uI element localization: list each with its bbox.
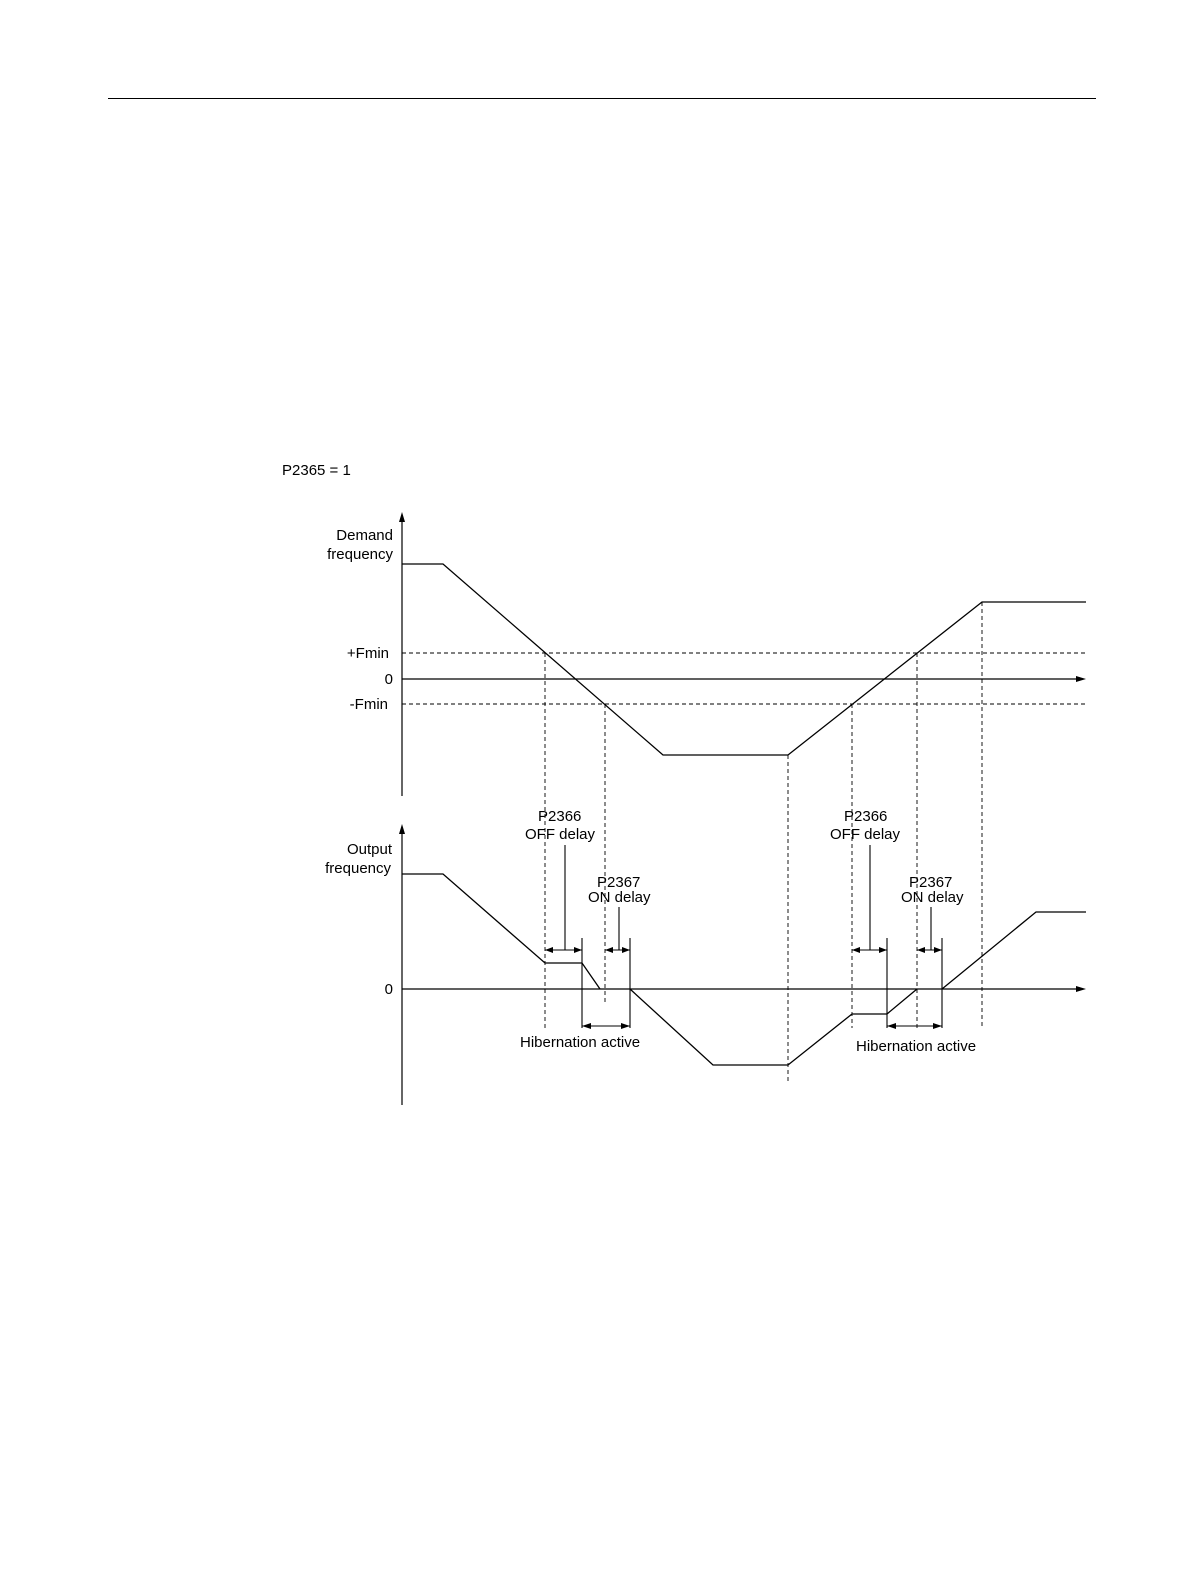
left-hibernation-label: Hibernation active [520, 1034, 640, 1051]
demand-y-label-line1: Demand [336, 527, 393, 544]
right-hibernation-arrow-start [887, 1023, 896, 1029]
right-off-delay-arrow-start [852, 947, 860, 953]
demand-frequency-curve [402, 564, 1086, 755]
output-y-label-line1: Output [347, 841, 393, 858]
left-off-delay-arrow-start [545, 947, 553, 953]
output-curve-segment-1 [402, 874, 600, 989]
output-curve-segment-3 [942, 912, 1086, 989]
left-off-param-label: P2366 [538, 808, 581, 825]
plus-fmin-tick-label: +Fmin [347, 645, 389, 662]
output-zero-tick-label: 0 [385, 981, 393, 998]
left-on-delay-arrow-start [605, 947, 613, 953]
right-hibernation-label: Hibernation active [856, 1038, 976, 1055]
right-on-delay-label: ON delay [901, 889, 964, 906]
output-y-axis-arrow [399, 824, 405, 834]
demand-x-axis-arrow [1076, 676, 1086, 682]
left-hibernation-annotation: P2366 OFF delay P2367 ON delay Hibernati… [520, 808, 651, 1051]
left-off-delay-arrow-end [574, 947, 582, 953]
event-marker-lines [545, 602, 982, 1082]
left-on-delay-arrow-end [622, 947, 630, 953]
left-hibernation-arrow-end [621, 1023, 630, 1029]
output-x-axis-arrow [1076, 986, 1086, 992]
right-off-param-label: P2366 [844, 808, 887, 825]
right-hibernation-arrow-end [933, 1023, 942, 1029]
right-on-delay-arrow-start [917, 947, 925, 953]
left-hibernation-arrow-start [582, 1023, 591, 1029]
left-off-delay-label: OFF delay [525, 826, 596, 843]
minus-fmin-tick-label: -Fmin [350, 696, 388, 713]
output-frequency-chart: Output frequency 0 [325, 824, 1086, 1105]
demand-y-label-line2: frequency [327, 546, 393, 563]
demand-zero-tick-label: 0 [385, 671, 393, 688]
output-y-label-line2: frequency [325, 860, 391, 877]
left-on-delay-label: ON delay [588, 889, 651, 906]
demand-frequency-chart: Demand frequency +Fmin 0 -Fmin [327, 512, 1086, 796]
demand-y-axis-arrow [399, 512, 405, 522]
right-off-delay-arrow-end [879, 947, 887, 953]
right-off-delay-label: OFF delay [830, 826, 901, 843]
right-on-delay-arrow-end [934, 947, 942, 953]
